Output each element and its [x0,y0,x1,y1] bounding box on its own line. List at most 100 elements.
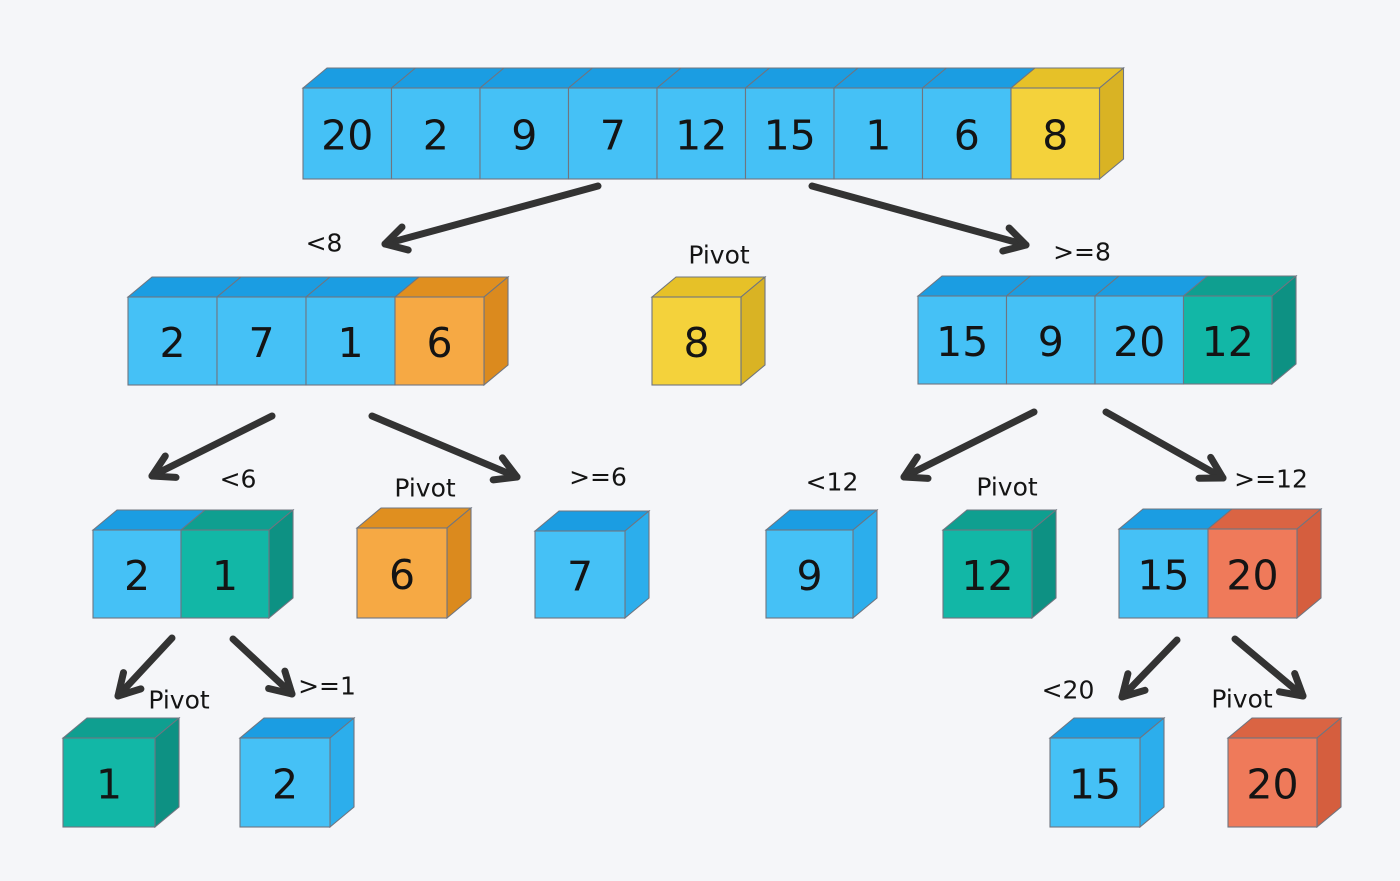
cube-front-face [1227,737,1318,828]
cube-9: 9 [764,508,879,620]
cell-value: 12 [961,552,1013,600]
flow-arrow [368,412,521,484]
cell-value: 1 [337,319,363,367]
cell-value: 9 [796,552,822,600]
cube-front-face [356,527,448,619]
cube-front-face [651,296,742,386]
cube-front-face [917,295,1008,385]
cube-front-face [62,737,156,828]
cube-front-face [239,737,331,828]
cell-value: 15 [1137,552,1189,600]
arrow-shaft [1231,635,1307,700]
cell-value: 6 [426,319,452,367]
pivot-6-cube: 6 [355,506,473,620]
arrow-shaft [808,182,1030,249]
condition-label: <20 [1042,676,1095,705]
cube-side-face [1139,716,1165,829]
cell-value: 1 [212,552,238,600]
pivot-label: Pivot [976,473,1038,502]
cube-front-face [1094,295,1185,385]
cube-side-face [1316,716,1342,829]
cube-front-face [180,529,270,619]
arrow-head [265,667,296,698]
cube-front-face [1118,528,1209,619]
cell-value: 2 [272,761,298,809]
cell-value: 2 [159,319,185,367]
pivot-label: Pivot [394,474,456,503]
cell-value: 2 [124,552,150,600]
cell-value: 6 [954,112,980,160]
cube-front-face [305,296,396,386]
cube-front-face [1010,87,1101,180]
condition-label: >=6 [569,463,627,492]
cube-2: 2 [238,716,356,829]
cube-front-face [390,87,481,180]
condition-label: >=12 [1234,465,1308,494]
cell-value: 20 [1246,761,1298,809]
flow-arrow [1231,635,1307,700]
arrow-head [900,453,932,482]
flow-arrow [148,412,276,481]
arrow-shaft [1102,408,1227,482]
arrow-head [489,454,521,484]
arrow-shaft [1118,636,1181,701]
cube-front-face [1207,528,1298,619]
cell-value: 9 [1038,318,1064,366]
pivot-label: Pivot [1211,685,1273,714]
cube-front-face [1182,295,1273,385]
cell-value: 12 [1202,318,1254,366]
arrow-shaft [229,635,296,698]
cell-value: 6 [389,551,415,599]
pivot-label: Pivot [148,686,210,715]
arrow-head [1195,453,1227,482]
cube-front-face [394,296,485,386]
cube-side-face [1098,66,1125,181]
cube-front-face [567,87,658,180]
cell-value: 20 [1113,318,1165,366]
arrow-shaft [900,408,1038,481]
left-partition-array: 2 7 1 6 [126,275,510,387]
flow-arrow [381,182,602,254]
arrow-head [148,452,180,481]
flow-arrow [808,182,1030,255]
condition-label: <6 [220,465,257,494]
cube-front-face [479,87,570,180]
arrow-head [1118,670,1149,701]
cube-side-face [446,506,472,620]
cube-15: 15 [1048,716,1166,829]
condition-label: >=8 [1053,238,1111,267]
condition-label: >=1 [298,672,356,701]
arrow-shaft [381,182,602,248]
pivot-label: Pivot [688,241,750,270]
cell-value: 1 [96,761,122,809]
arrow-head [1275,670,1307,700]
flow-arrow [229,635,296,698]
cube-side-face [329,716,355,829]
arrow-head [999,224,1030,255]
flow-arrow [114,634,176,700]
cube-front-face [744,87,835,180]
cell-value: 12 [675,112,727,160]
cube-7: 7 [533,509,651,620]
cube-front-face [92,529,182,619]
cell-value: 20 [321,112,373,160]
cell-value: 7 [248,319,274,367]
flow-arrow [1118,636,1181,701]
cell-value: 15 [1069,761,1121,809]
cell-value: 8 [683,319,709,367]
cube-front-face [127,296,218,386]
cube-side-face [1296,507,1322,620]
arrow-shaft [148,412,276,480]
arrow-head [381,223,412,254]
cube-front-face [833,87,924,180]
cube-front-face [1049,737,1141,828]
cell-value: 20 [1226,552,1278,600]
cell-value: 2 [423,112,449,160]
arrow-head [114,669,145,700]
